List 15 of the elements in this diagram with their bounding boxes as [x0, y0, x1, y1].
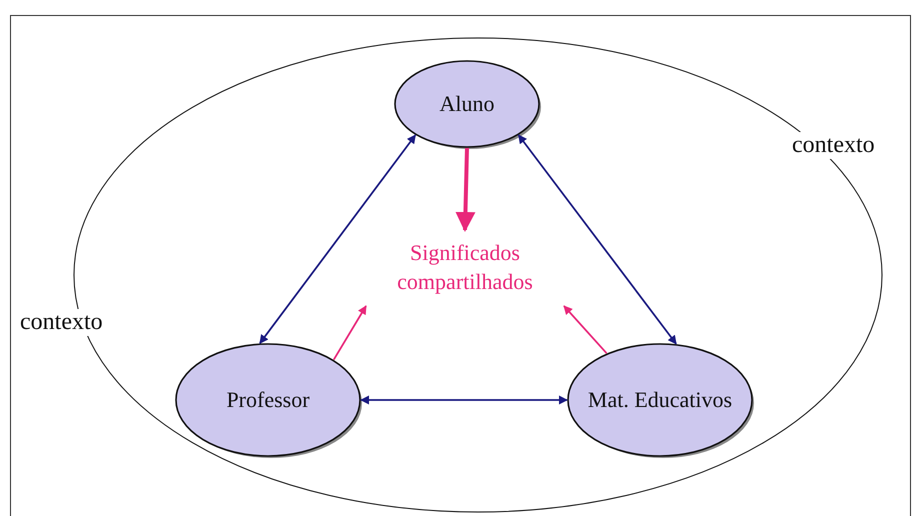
concept-ellipse [175, 343, 361, 457]
context-label: contexto [790, 132, 877, 159]
arrow [360, 396, 568, 404]
node-label: Aluno [440, 90, 494, 118]
context-label: contexto [18, 309, 105, 336]
arrow [332, 305, 367, 360]
concept-ellipse [567, 343, 753, 457]
arrow [455, 148, 476, 232]
node-label: Professor [226, 386, 310, 414]
arrow [563, 305, 608, 354]
node-label: Significados compartilhados [396, 239, 534, 296]
arrow [259, 134, 416, 344]
node-label: Mat. Educativos [588, 386, 732, 414]
concept-ellipse [394, 60, 540, 148]
arrow [518, 134, 677, 345]
